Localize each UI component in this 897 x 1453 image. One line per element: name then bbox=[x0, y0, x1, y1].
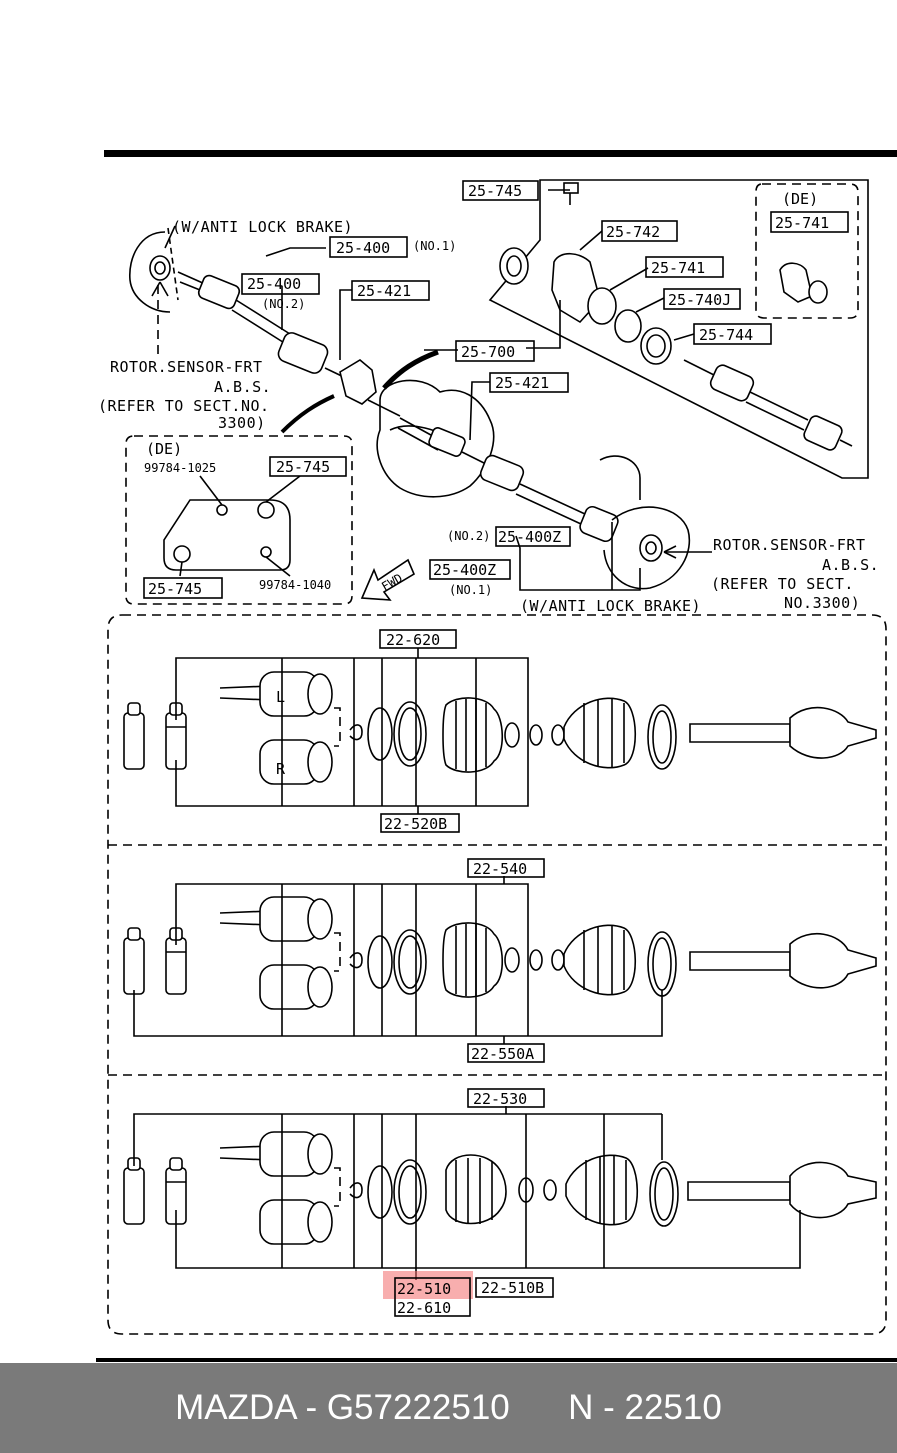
label-rotor-left-4: 3300) bbox=[218, 414, 266, 432]
caption-bar: MAZDA - G57222510 N - 22510 bbox=[0, 1363, 897, 1453]
label-no2-bottom: (NO.2) bbox=[447, 529, 490, 543]
label-25-745-de-b: 25-745 bbox=[148, 580, 202, 598]
label-25-741-de: 25-741 bbox=[775, 214, 829, 232]
label-anti-lock-bottom: (W/ANTI LOCK BRAKE) bbox=[520, 597, 701, 615]
label-22-510b: 22-510B bbox=[481, 1279, 544, 1297]
top-assembly bbox=[125, 179, 869, 605]
label-25-740j: 25-740J bbox=[668, 291, 731, 309]
label-25-400z-no2: 25-400Z bbox=[498, 528, 561, 546]
label-25-421-a: 25-421 bbox=[357, 282, 411, 300]
kit-panel-3: 22-530 22-510 22-610 22-510B bbox=[123, 1088, 877, 1317]
caption-text: MAZDA - G57222510 N - 22510 bbox=[175, 1388, 722, 1427]
label-de-bottom: (DE) bbox=[146, 440, 182, 458]
label-de-top: (DE) bbox=[782, 190, 818, 208]
label-25-742: 25-742 bbox=[606, 223, 660, 241]
label-joint-r: R bbox=[276, 760, 286, 778]
label-anti-lock-top: (W/ANTI LOCK BRAKE) bbox=[172, 218, 353, 236]
label-rotor-left-3: (REFER TO SECT.NO. bbox=[98, 397, 270, 415]
label-25-745-de-a: 25-745 bbox=[276, 458, 330, 476]
label-22-610: 22-610 bbox=[397, 1299, 451, 1317]
label-no2-top: (NO.2) bbox=[262, 297, 305, 311]
label-22-550a: 22-550A bbox=[471, 1045, 534, 1063]
label-25-741: 25-741 bbox=[651, 259, 705, 277]
label-25-700: 25-700 bbox=[461, 343, 515, 361]
label-25-400-no1: 25-400 bbox=[336, 239, 390, 257]
bottom-rule bbox=[96, 1358, 897, 1362]
top-assembly-labels: 25-745 (W/ANTI LOCK BRAKE) 25-400 (NO.1)… bbox=[98, 180, 879, 615]
label-25-744: 25-744 bbox=[699, 326, 753, 344]
label-99784-1025: 99784-1025 bbox=[144, 461, 216, 475]
label-rotor-left-1: ROTOR.SENSOR-FRT bbox=[110, 358, 263, 376]
label-22-620: 22-620 bbox=[386, 631, 440, 649]
label-22-530: 22-530 bbox=[473, 1090, 527, 1108]
label-99784-1040: 99784-1040 bbox=[259, 578, 331, 592]
label-25-400-no2: 25-400 bbox=[247, 275, 301, 293]
highlight-22-510 bbox=[383, 1271, 473, 1299]
label-25-421-b: 25-421 bbox=[495, 374, 549, 392]
label-rotor-right-4: NO.3300) bbox=[784, 594, 860, 612]
label-25-745-top: 25-745 bbox=[468, 182, 522, 200]
top-rule bbox=[104, 150, 897, 157]
label-no1-bottom: (NO.1) bbox=[449, 583, 492, 597]
label-22-520b: 22-520B bbox=[384, 815, 447, 833]
label-22-540: 22-540 bbox=[473, 860, 527, 878]
kit-panel-1: 22-620 22-520B L R bbox=[123, 629, 877, 833]
label-rotor-right-1: ROTOR.SENSOR-FRT bbox=[713, 536, 866, 554]
label-22-510[interactable]: 22-510 bbox=[397, 1280, 451, 1298]
label-no1-top: (NO.1) bbox=[413, 239, 456, 253]
label-25-400z-no1: 25-400Z bbox=[433, 561, 496, 579]
label-rotor-right-2: A.B.S. bbox=[822, 556, 879, 574]
label-joint-l: L bbox=[276, 688, 285, 706]
kit-panel-outline bbox=[107, 614, 887, 1335]
kit-panel-2: 22-540 22-550A bbox=[123, 858, 877, 1063]
label-rotor-right-3: (REFER TO SECT. bbox=[711, 575, 854, 593]
label-rotor-left-2: A.B.S. bbox=[214, 378, 271, 396]
